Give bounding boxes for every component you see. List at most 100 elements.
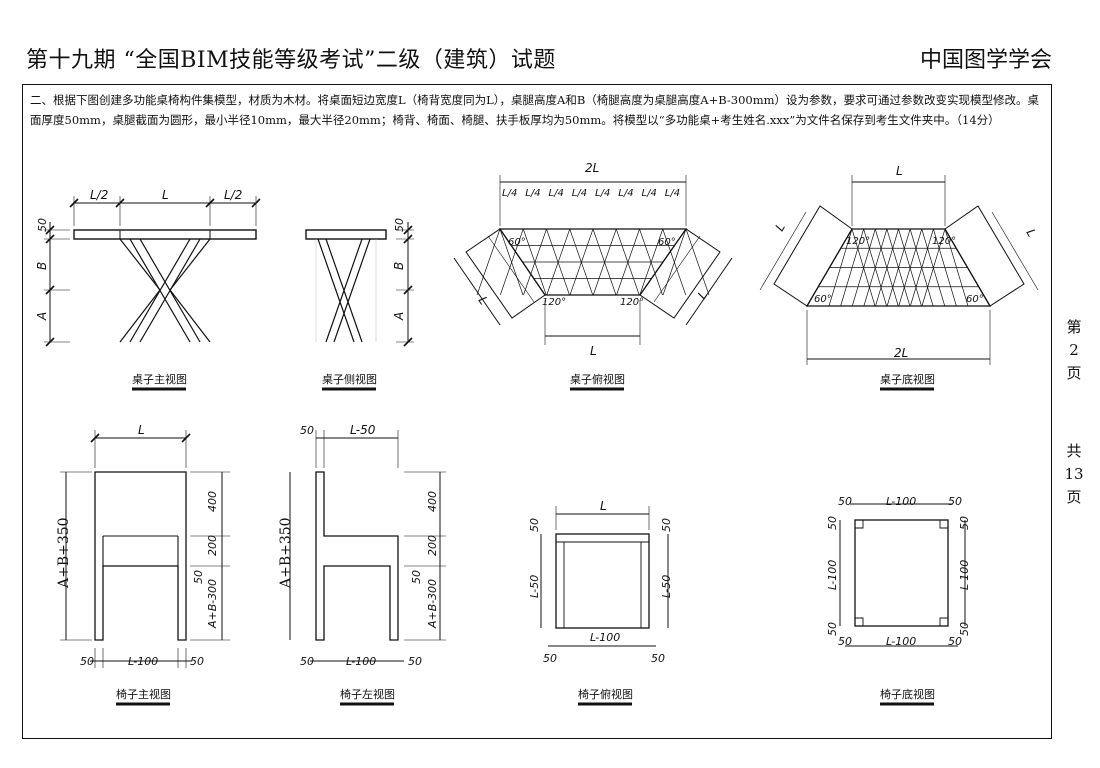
total-char: 共 bbox=[1066, 442, 1082, 460]
dim-label: 50 bbox=[192, 570, 205, 584]
angle-label: 60° bbox=[966, 294, 984, 305]
dim-label: 50 bbox=[300, 655, 314, 668]
dim-label: 50 bbox=[948, 635, 962, 648]
dim-label: L bbox=[772, 221, 787, 234]
lattice-line bbox=[569, 228, 594, 296]
dim-label: A+B+350 bbox=[56, 517, 72, 589]
dim-label: B bbox=[392, 262, 406, 270]
dim-label: B bbox=[35, 262, 49, 270]
dim-label: L/4 bbox=[525, 188, 540, 199]
caption-table-top: 桌子俯视图 bbox=[570, 372, 625, 386]
dim-label: L bbox=[600, 499, 607, 513]
lattice-line bbox=[921, 228, 946, 307]
angle-label: 60° bbox=[814, 294, 832, 305]
dim-label: L-100 bbox=[128, 655, 158, 668]
chair-front-view: L A+B+350 400 200 50 A+B-300 50 L-100 50 bbox=[56, 423, 230, 668]
table-bottom-view: L 2L 60° 60° 120° 120° L L bbox=[759, 164, 1039, 365]
dim-label: L-50 bbox=[528, 575, 541, 598]
lattice-line bbox=[523, 228, 547, 296]
dim-label: A bbox=[392, 312, 406, 321]
dim-label: L-100 bbox=[590, 631, 620, 644]
dim-label: L/2 bbox=[90, 188, 108, 202]
lattice-line bbox=[828, 228, 853, 307]
dim-label: 50 bbox=[660, 518, 673, 532]
chair-left-view: 50 L-50 A+B+350 400 200 50 A+B-300 50 L-… bbox=[278, 423, 446, 668]
angle-label: 120° bbox=[620, 297, 644, 308]
dim-label: L bbox=[138, 423, 145, 437]
dim-label: 50 bbox=[948, 495, 962, 508]
dim-label: L/2 bbox=[224, 188, 242, 202]
dim-label: L bbox=[1023, 227, 1038, 240]
angle-label: 120° bbox=[932, 236, 956, 247]
lattice-line bbox=[886, 228, 911, 307]
dim-label: L/4 bbox=[572, 188, 587, 199]
question-text: 二、根据下图创建多功能桌椅构件集模型，材质为木材。将桌面短边宽度L（椅背宽度同为… bbox=[30, 93, 1040, 127]
chair-bottom-view: L-100 50 50 L-100 50 50 L-100 50 50 L-10… bbox=[826, 495, 971, 648]
dim-label: 50 bbox=[410, 570, 423, 584]
dim-label: 50 bbox=[826, 622, 839, 636]
table-front-view: L/2 L L/2 50 B A bbox=[35, 188, 261, 347]
view-captions bbox=[116, 387, 934, 706]
dim-label: L-50 bbox=[350, 423, 376, 437]
dim-label: 50 bbox=[190, 655, 204, 668]
lattice-line bbox=[546, 228, 571, 296]
total-number: 13 bbox=[1064, 465, 1084, 483]
dim-label: L bbox=[695, 288, 710, 301]
lattice-line bbox=[592, 228, 617, 296]
lattice-line bbox=[898, 228, 923, 307]
dim-label: 50 bbox=[543, 652, 557, 665]
lattice-line bbox=[933, 228, 957, 307]
dim-label: A+B-300 bbox=[206, 579, 219, 629]
total-char: 页 bbox=[1066, 488, 1082, 506]
dim-label: 2L bbox=[894, 346, 908, 360]
lattice-line bbox=[875, 228, 899, 307]
angle-label: 60° bbox=[658, 237, 676, 248]
caption-table-side: 桌子侧视图 bbox=[322, 372, 377, 386]
dim-label: L-100 bbox=[826, 560, 839, 590]
dim-label: L bbox=[476, 294, 491, 307]
dim-label: 50 bbox=[300, 424, 314, 437]
angle-label: 120° bbox=[846, 236, 870, 247]
dim-label: L bbox=[162, 188, 169, 202]
dim-label: A bbox=[35, 312, 49, 321]
dim-label: L bbox=[896, 164, 903, 178]
caption-table-bottom: 桌子底视图 bbox=[880, 372, 935, 386]
dim-label: 50 bbox=[528, 518, 541, 532]
angle-label: 120° bbox=[542, 297, 566, 308]
dim-label: 50 bbox=[651, 652, 665, 665]
chair-top-view: L L-50 50 L-50 50 L-100 50 50 bbox=[528, 499, 673, 665]
dim-label: L-100 bbox=[958, 560, 971, 590]
dim-label: 50 bbox=[826, 516, 839, 530]
dim-label: L-50 bbox=[660, 575, 673, 598]
lattice-line bbox=[851, 228, 876, 307]
caption-chair-top: 椅子俯视图 bbox=[578, 687, 633, 701]
lattice-line bbox=[499, 228, 524, 296]
dim-label: 200 bbox=[206, 535, 219, 556]
angle-label: 60° bbox=[508, 237, 526, 248]
caption-table-front: 桌子主视图 bbox=[132, 372, 187, 386]
dim-label: 50 bbox=[80, 655, 94, 668]
lattice-line bbox=[616, 228, 640, 296]
drawing-frame bbox=[22, 84, 1052, 739]
dim-label: 50 bbox=[36, 218, 49, 232]
caption-chair-left: 椅子左视图 bbox=[340, 687, 395, 701]
caption-chair-front: 椅子主视图 bbox=[116, 687, 171, 701]
dim-label: L/4 bbox=[665, 188, 680, 199]
dim-label: 50 bbox=[838, 635, 852, 648]
dim-label: L/4 bbox=[595, 188, 610, 199]
page-title: 第十九期 “全国BIM技能等级考试”二级（建筑）试题 bbox=[26, 48, 556, 73]
dim-label: L-100 bbox=[886, 495, 916, 508]
lattice-line bbox=[476, 228, 501, 296]
lattice-line bbox=[840, 228, 864, 307]
dim-label: L/4 bbox=[549, 188, 564, 199]
dim-label: 200 bbox=[426, 535, 439, 556]
dim-label: L-100 bbox=[346, 655, 376, 668]
page-char: 页 bbox=[1066, 364, 1082, 382]
lattice-line bbox=[944, 228, 969, 307]
dim-label: L bbox=[590, 344, 597, 358]
caption-chair-bottom: 椅子底视图 bbox=[880, 687, 935, 701]
page-number: 2 bbox=[1069, 341, 1079, 359]
dim-label: L/4 bbox=[502, 188, 517, 199]
organization-name: 中国图学学会 bbox=[919, 48, 1052, 73]
